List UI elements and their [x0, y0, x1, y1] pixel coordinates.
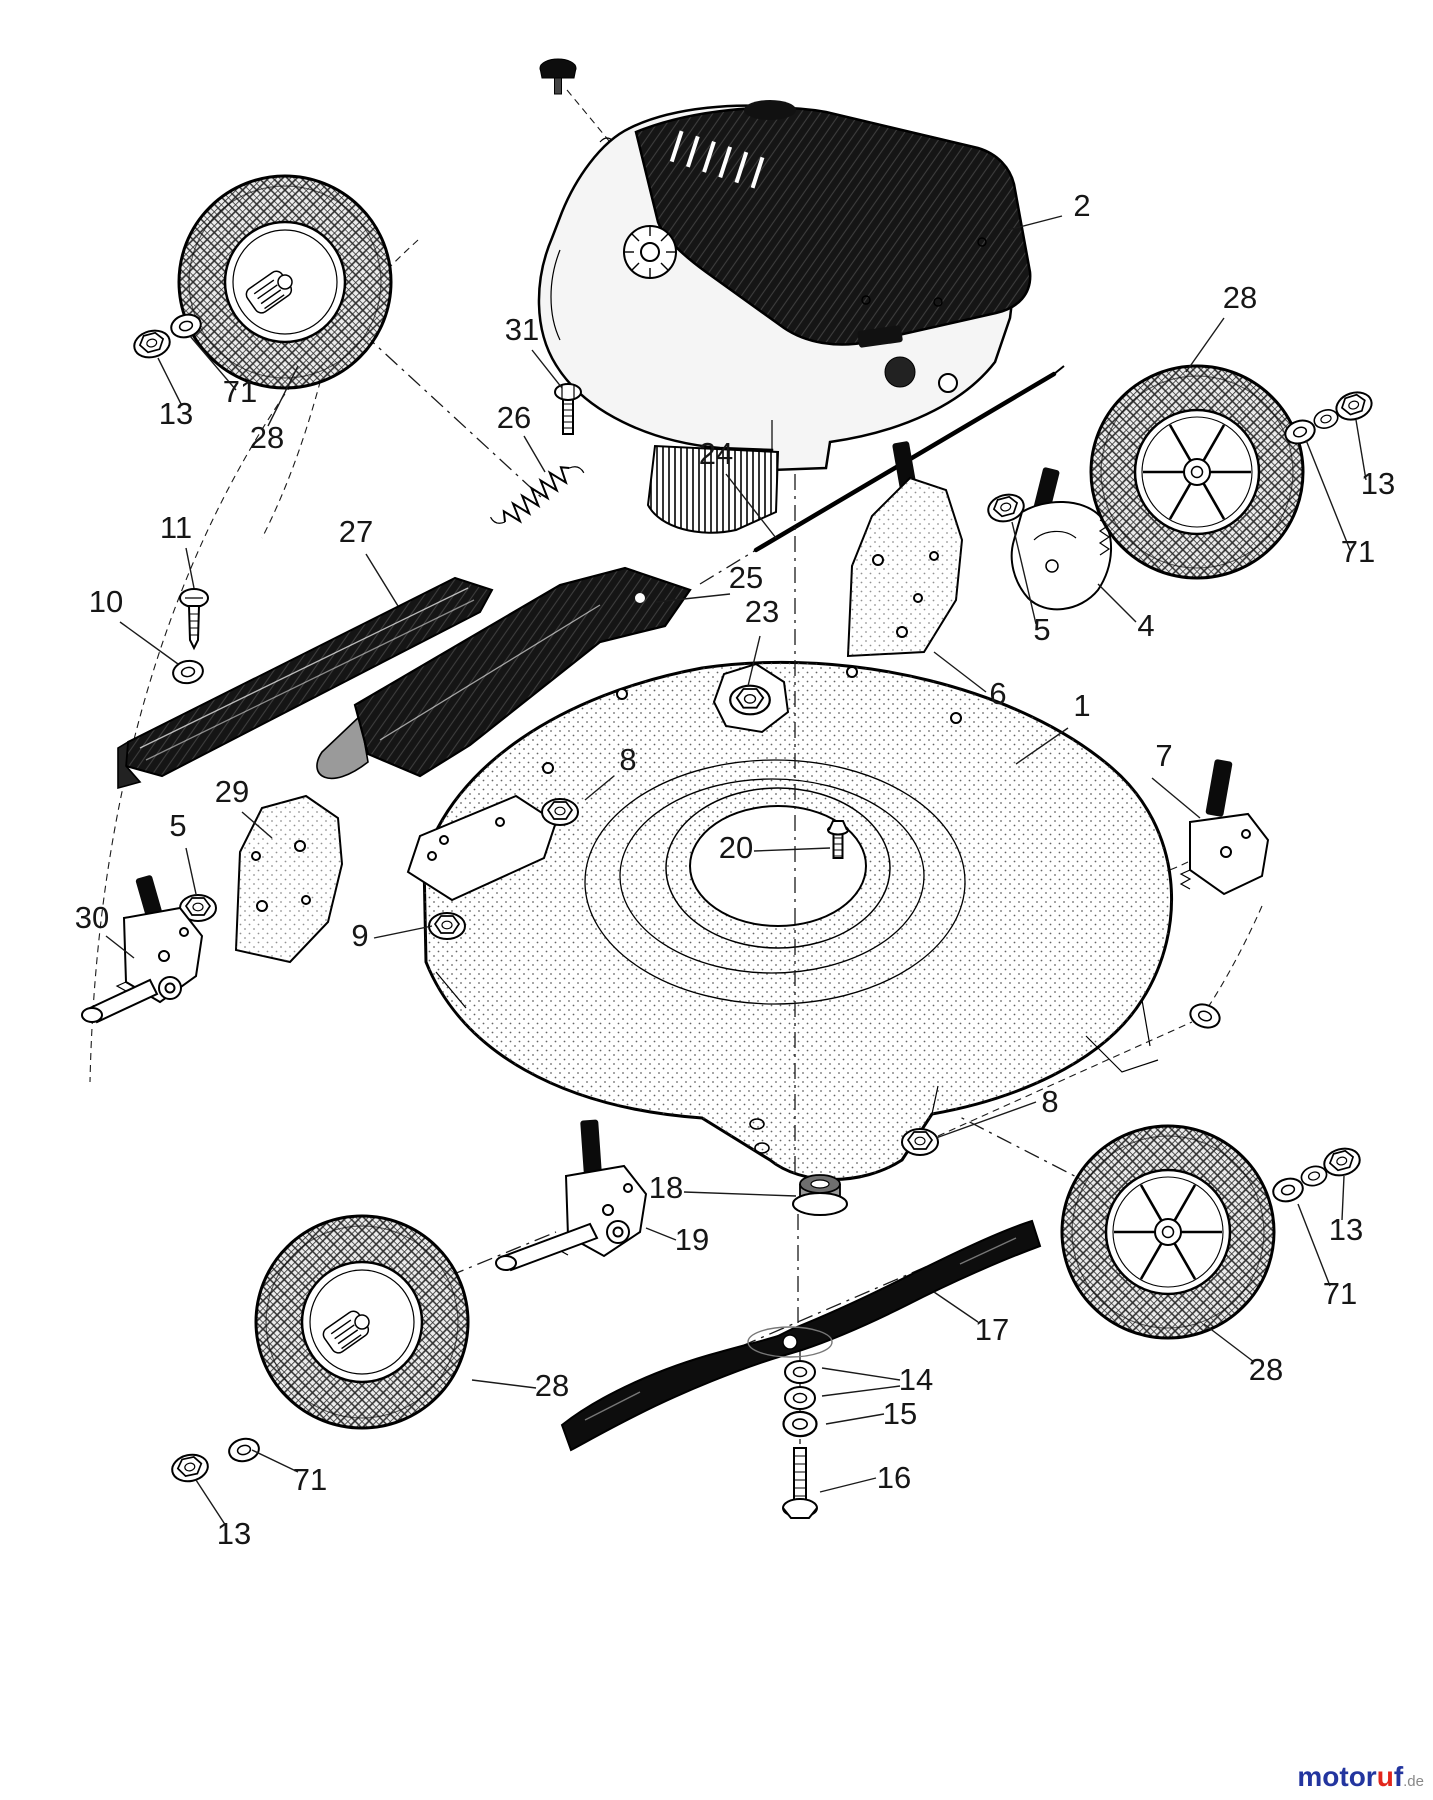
- washer-15: [782, 1410, 818, 1438]
- callout-24: 24: [699, 436, 733, 471]
- blade-adapter-gasket: [712, 662, 790, 734]
- callout-28-tr: 28: [1223, 280, 1257, 315]
- callout-31: 31: [505, 312, 539, 347]
- callout-5-left: 5: [169, 808, 186, 843]
- adjuster-lever-7: [1179, 759, 1270, 896]
- wheel-bottom-right: [1060, 1124, 1276, 1340]
- callout-23: 23: [745, 594, 779, 629]
- screw-11: [179, 588, 209, 651]
- callout-1: 1: [1073, 688, 1090, 723]
- callout-4: 4: [1137, 608, 1154, 643]
- washer-14b: [784, 1386, 816, 1410]
- watermark-text-red: u: [1377, 1761, 1394, 1792]
- callout-29: 29: [215, 774, 249, 809]
- adjuster-bracket-right: [846, 441, 964, 658]
- callout-28-bl: 28: [535, 1368, 569, 1403]
- callout-7: 7: [1155, 738, 1172, 773]
- adjuster-cam-4: [1010, 467, 1112, 611]
- callout-71-br: 71: [1323, 1276, 1357, 1311]
- fuel-cap: [623, 225, 677, 279]
- nut-13-tr: [1331, 387, 1377, 425]
- blade-bolt-16: [782, 1447, 818, 1519]
- engine-mount-knob: [539, 58, 577, 95]
- mower-deck: [406, 660, 1174, 1181]
- wheel-bottom-left: [254, 1214, 470, 1430]
- callout-26: 26: [497, 400, 531, 435]
- nut-23: [729, 684, 771, 716]
- watermark-text-suffix: .de: [1403, 1773, 1424, 1790]
- belt-cover: [316, 566, 692, 780]
- callout-19: 19: [675, 1222, 709, 1257]
- engine-oil-cap: [744, 100, 796, 120]
- washer-71-bl: [226, 1435, 262, 1465]
- callout-17: 17: [975, 1312, 1009, 1347]
- callout-71-bl: 71: [293, 1462, 327, 1497]
- deflector-bar: [117, 576, 494, 790]
- engine-primer: [884, 356, 916, 388]
- engine-bolt-20: [827, 820, 849, 859]
- adjuster-bracket-left: [234, 794, 344, 964]
- watermark-text-blue1: motor: [1297, 1761, 1376, 1792]
- callout-6: 6: [989, 676, 1006, 711]
- wheel-rear-right: [1089, 364, 1305, 580]
- callout-9: 9: [351, 918, 368, 953]
- callout-30: 30: [75, 900, 109, 935]
- callout-28-tl: 28: [250, 420, 284, 455]
- callout-71-tl: 71: [223, 374, 257, 409]
- callout-25: 25: [729, 560, 763, 595]
- deck-center-opening: [689, 805, 867, 927]
- callout-8-top: 8: [619, 742, 636, 777]
- wheel-adjuster-30: [81, 875, 204, 1024]
- callout-13-tl: 13: [159, 396, 193, 431]
- washer-71-br: [1269, 1174, 1307, 1206]
- nut-13-tl: [130, 325, 174, 363]
- callout-18: 18: [649, 1170, 683, 1205]
- callout-8-bottom: 8: [1041, 1084, 1058, 1119]
- callout-14: 14: [899, 1362, 933, 1397]
- engine-lower-shroud: [646, 444, 780, 534]
- callout-16: 16: [877, 1460, 911, 1495]
- wheel-front-left: [177, 174, 393, 390]
- hex-screw-31: [554, 383, 582, 435]
- engine-vents: [669, 130, 765, 189]
- callout-15: 15: [883, 1396, 917, 1431]
- watermark-logo[interactable]: motoruf.de: [1297, 1761, 1424, 1792]
- callout-11: 11: [160, 510, 192, 545]
- callout-71-tr: 71: [1341, 534, 1375, 569]
- wheel-adjuster-19: [495, 1119, 648, 1272]
- washer-14a: [784, 1360, 816, 1384]
- leader-lines: [105, 215, 1367, 1527]
- callout-2: 2: [1073, 188, 1090, 223]
- engine-assembly: [537, 58, 1032, 534]
- spring: [489, 466, 585, 524]
- nut-13-bl: [168, 1450, 212, 1486]
- callout-20: 20: [719, 830, 753, 865]
- nut-8-bottom: [901, 1128, 939, 1156]
- callout-28-br: 28: [1249, 1352, 1283, 1387]
- blade: [560, 1219, 1042, 1452]
- callout-5-right: 5: [1033, 612, 1050, 647]
- callout-13-br: 13: [1329, 1212, 1363, 1247]
- callouts: 2 28 31 13 71 28 26 24 13 11 27 71 25 10…: [75, 188, 1395, 1551]
- grommet-18: [792, 1174, 848, 1216]
- callout-13-bl: 13: [217, 1516, 251, 1551]
- nut-9: [428, 912, 466, 940]
- callout-27: 27: [339, 514, 373, 549]
- washer-8: [1186, 999, 1224, 1033]
- watermark-text-blue2: f: [1394, 1761, 1404, 1792]
- nut-8-top: [541, 798, 579, 826]
- nut-13-br: [1320, 1143, 1364, 1181]
- engine-badge: [857, 325, 903, 348]
- callout-10: 10: [89, 584, 123, 619]
- callout-13-tr: 13: [1361, 466, 1395, 501]
